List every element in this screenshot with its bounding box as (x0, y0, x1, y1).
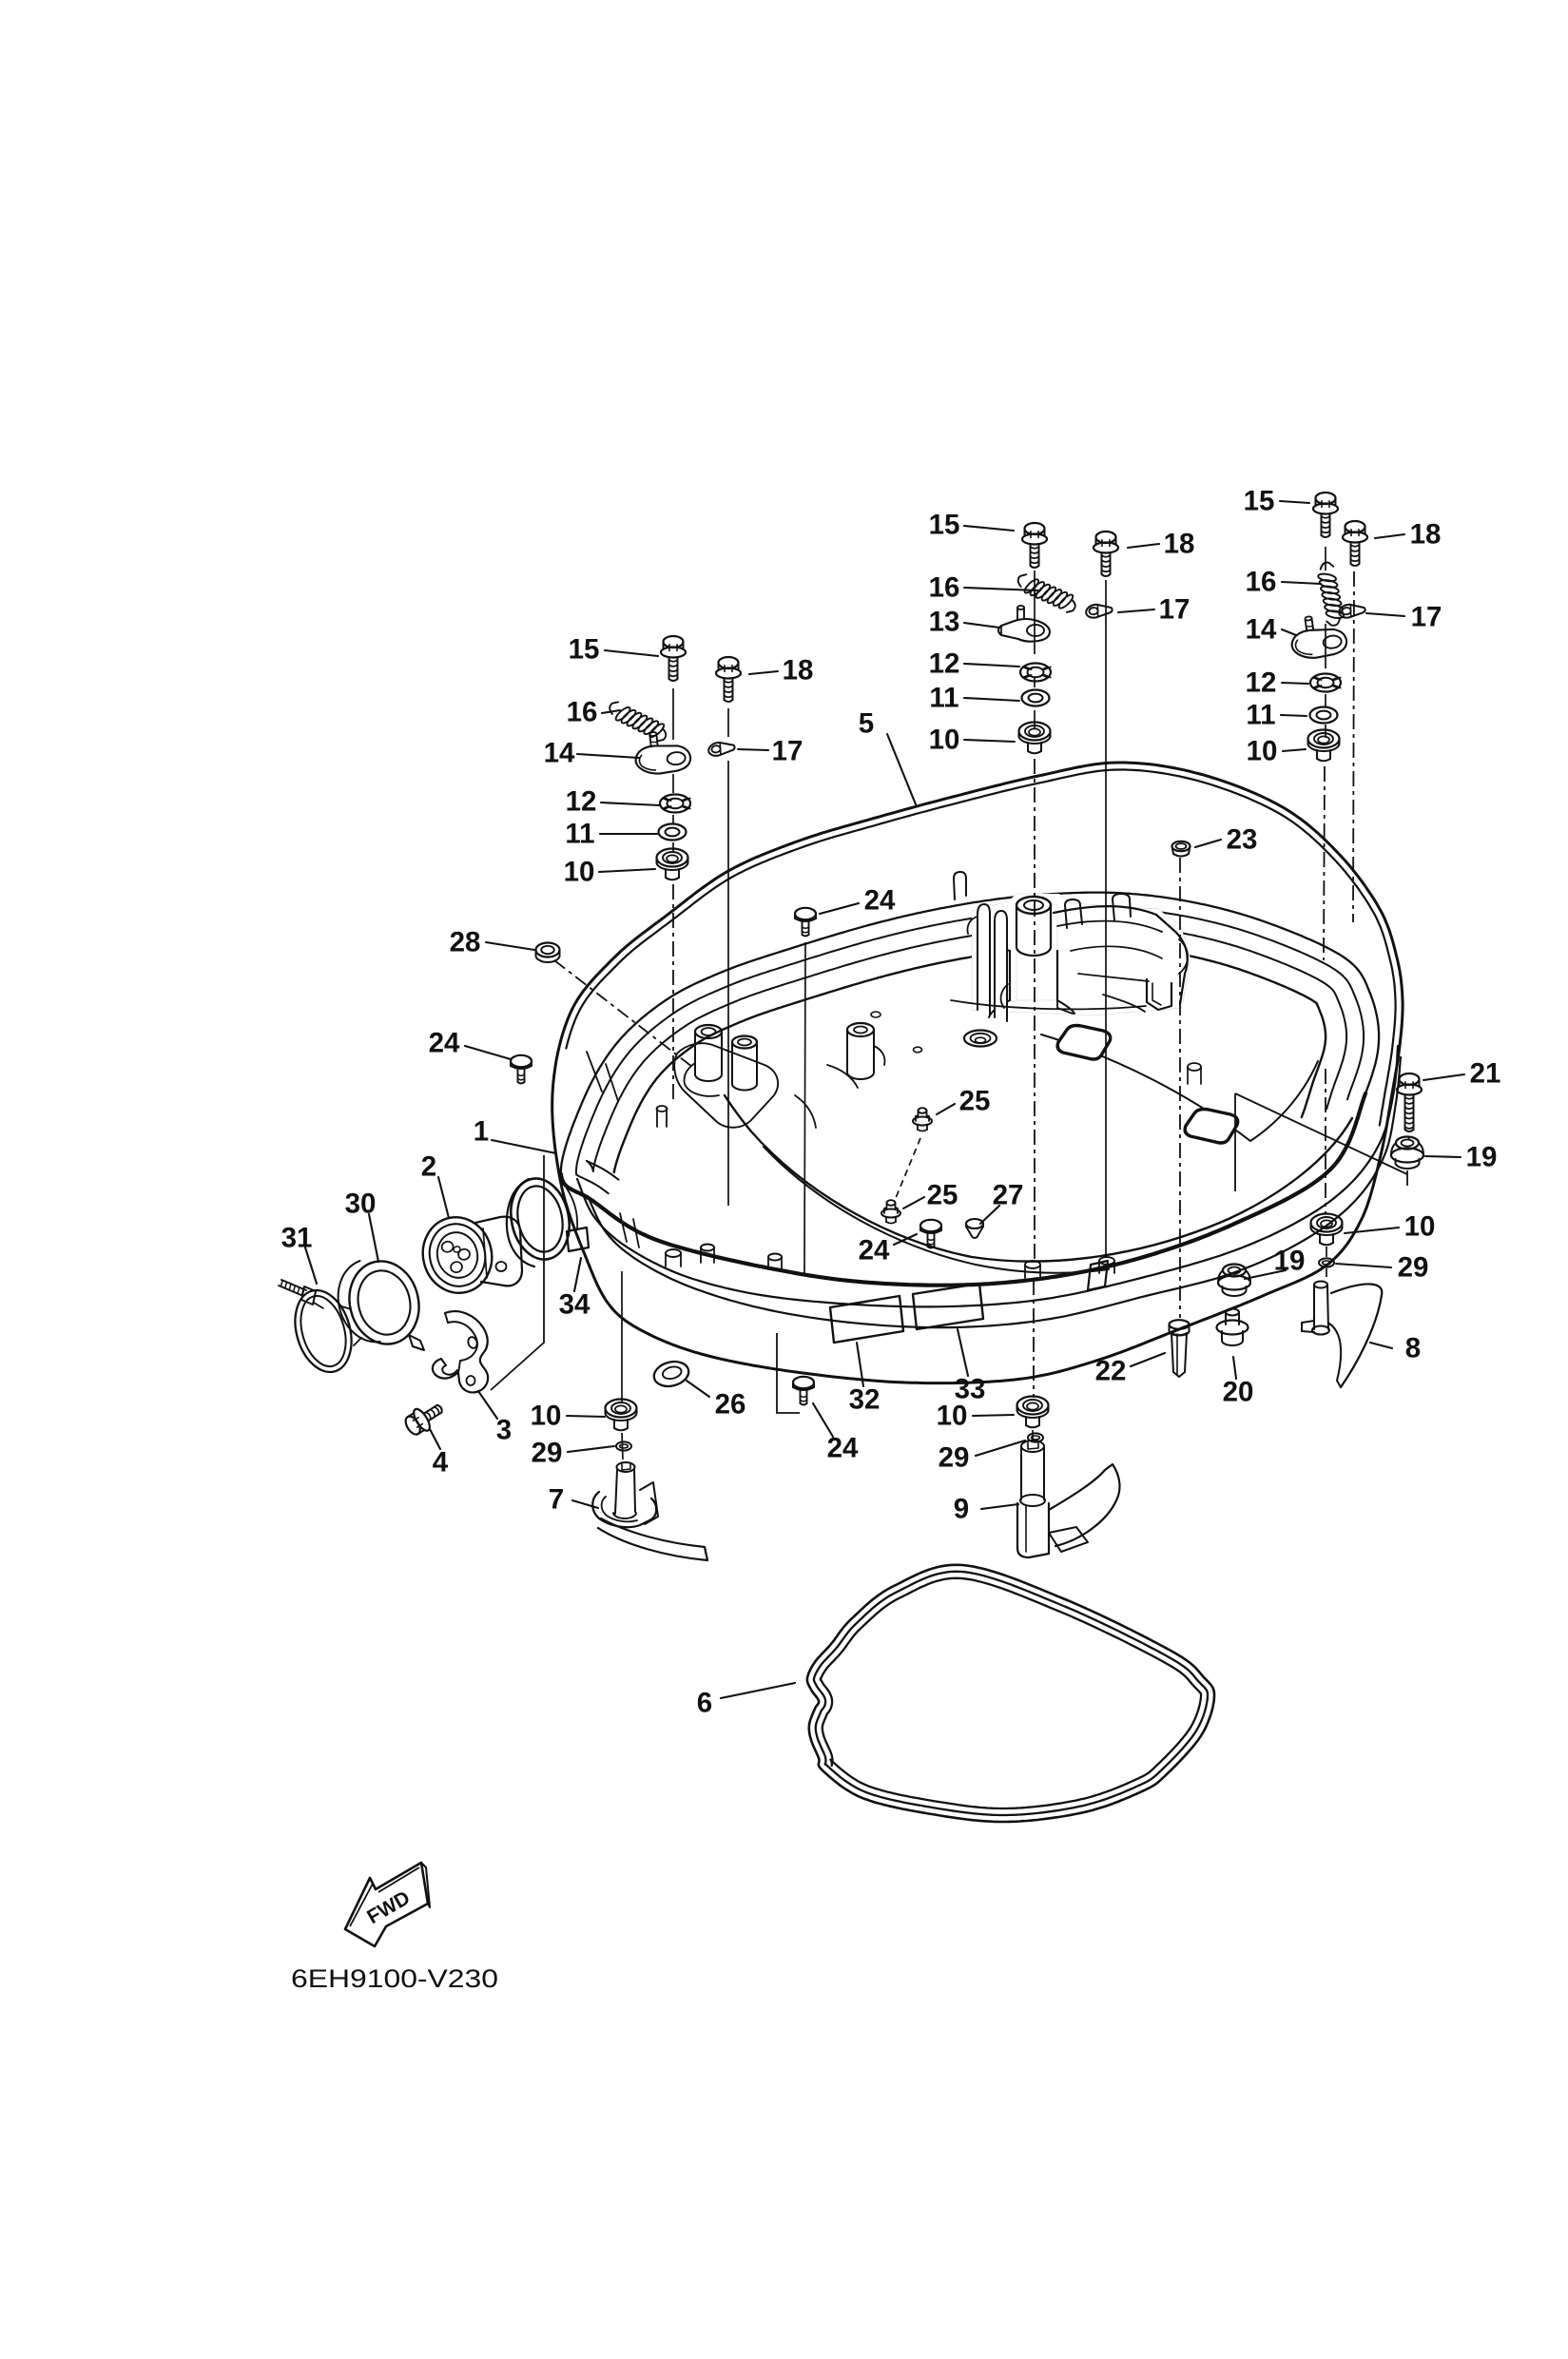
svg-text:13: 13 (929, 607, 960, 638)
svg-text:14: 14 (1246, 614, 1277, 646)
svg-text:31: 31 (281, 1223, 313, 1254)
svg-text:28: 28 (450, 927, 481, 958)
svg-text:18: 18 (783, 655, 814, 686)
svg-text:15: 15 (1244, 486, 1275, 517)
svg-text:24: 24 (859, 1235, 890, 1267)
svg-text:24: 24 (429, 1028, 460, 1059)
svg-text:20: 20 (1223, 1377, 1254, 1408)
svg-text:21: 21 (1470, 1058, 1501, 1090)
svg-text:16: 16 (929, 572, 960, 604)
svg-text:17: 17 (1411, 602, 1442, 633)
svg-text:10: 10 (1247, 736, 1278, 767)
svg-text:9: 9 (954, 1494, 969, 1525)
svg-text:11: 11 (929, 683, 958, 714)
svg-text:11: 11 (1246, 700, 1275, 731)
svg-text:10: 10 (531, 1401, 562, 1432)
svg-text:24: 24 (827, 1433, 859, 1464)
svg-text:19: 19 (1274, 1246, 1306, 1277)
svg-text:18: 18 (1410, 519, 1442, 551)
svg-text:10: 10 (564, 857, 595, 888)
svg-text:15: 15 (569, 634, 600, 666)
svg-text:10: 10 (937, 1401, 968, 1432)
svg-text:14: 14 (544, 738, 575, 769)
svg-text:15: 15 (929, 510, 960, 541)
svg-text:5: 5 (859, 708, 874, 740)
svg-text:10: 10 (929, 725, 960, 756)
svg-text:16: 16 (567, 697, 598, 728)
svg-text:12: 12 (1246, 667, 1277, 699)
svg-text:23: 23 (1227, 824, 1258, 856)
svg-text:17: 17 (1159, 594, 1191, 626)
svg-text:6: 6 (697, 1688, 712, 1719)
svg-text:33: 33 (955, 1374, 986, 1405)
svg-text:32: 32 (849, 1384, 881, 1416)
svg-text:22: 22 (1095, 1356, 1127, 1387)
svg-text:10: 10 (1404, 1211, 1436, 1243)
svg-text:34: 34 (559, 1289, 590, 1321)
svg-text:3: 3 (496, 1415, 512, 1446)
svg-text:11: 11 (565, 819, 594, 850)
svg-text:19: 19 (1466, 1142, 1498, 1173)
svg-text:24: 24 (864, 885, 896, 917)
svg-text:6EH9100-V230: 6EH9100-V230 (291, 1964, 498, 1993)
svg-text:2: 2 (421, 1151, 436, 1183)
svg-text:17: 17 (772, 736, 803, 767)
svg-text:12: 12 (566, 786, 597, 818)
svg-text:25: 25 (927, 1180, 958, 1211)
svg-text:29: 29 (532, 1438, 563, 1469)
svg-text:4: 4 (433, 1447, 449, 1479)
svg-text:8: 8 (1405, 1333, 1421, 1364)
svg-text:12: 12 (929, 648, 960, 680)
svg-text:16: 16 (1246, 567, 1277, 598)
svg-text:7: 7 (549, 1484, 564, 1516)
svg-text:30: 30 (345, 1189, 377, 1220)
svg-text:1: 1 (474, 1116, 489, 1148)
svg-text:25: 25 (959, 1086, 991, 1117)
svg-text:26: 26 (715, 1389, 746, 1421)
svg-text:18: 18 (1164, 529, 1195, 560)
svg-text:27: 27 (993, 1180, 1024, 1211)
svg-text:29: 29 (1398, 1252, 1429, 1284)
svg-text:29: 29 (939, 1442, 970, 1474)
